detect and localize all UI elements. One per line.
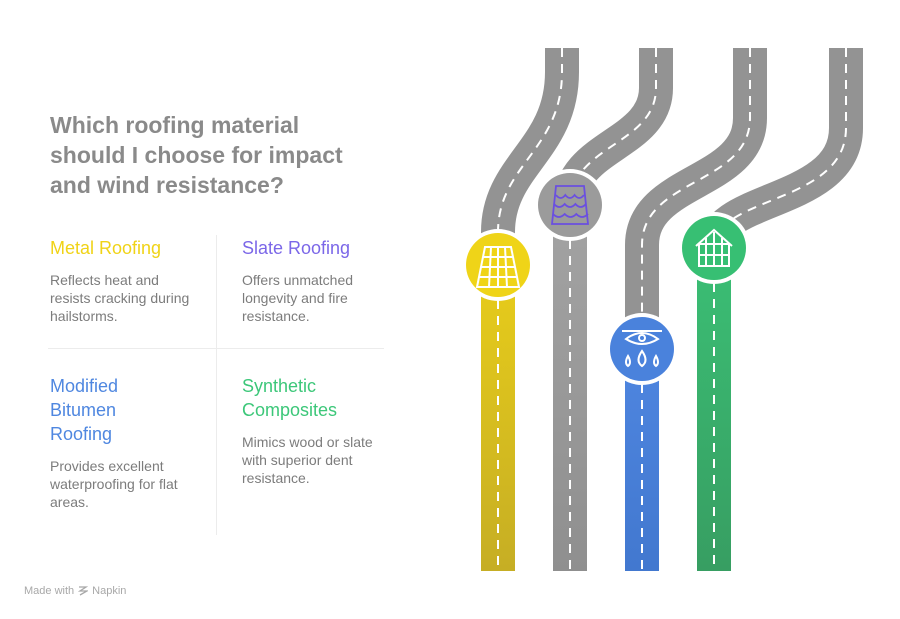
road-slate-grey — [553, 205, 587, 571]
waterproof-drops-icon — [606, 313, 678, 385]
grid-divider-vertical — [216, 235, 217, 535]
modified-bitumen-desc: Provides excellent waterproofing for fla… — [50, 458, 178, 510]
page-title: Which roofing material should I choose f… — [50, 112, 343, 198]
road-green — [697, 248, 731, 571]
napkin-logo-icon — [78, 586, 89, 596]
grid-divider-horizontal — [48, 348, 384, 349]
modified-bitumen-title: Modified Bitumen Roofing — [50, 376, 119, 444]
tile-roof-icon — [462, 229, 534, 301]
house-frame-icon — [678, 212, 750, 284]
synthetic-composites-desc: Mimics wood or slate with superior dent … — [242, 434, 373, 486]
made-with-napkin: Made with Napkin — [24, 585, 126, 597]
slate-roofing-desc: Offers unmatched longevity and fire resi… — [242, 272, 354, 324]
slate-roofing-title: Slate Roofing — [242, 238, 351, 258]
scale-shingles-icon — [534, 169, 606, 241]
metal-roofing-desc: Reflects heat and resists cracking durin… — [50, 272, 190, 324]
road-grey-bitumen — [625, 48, 767, 349]
road-blue — [625, 349, 659, 571]
napkin-brand-label: Napkin — [92, 585, 127, 597]
road-grey-metal — [481, 48, 579, 265]
made-with-label: Made with — [24, 585, 75, 597]
metal-roofing-title: Metal Roofing — [50, 238, 162, 258]
synthetic-composites-title: Synthetic Composites — [242, 376, 338, 420]
road-yellow — [481, 265, 515, 571]
